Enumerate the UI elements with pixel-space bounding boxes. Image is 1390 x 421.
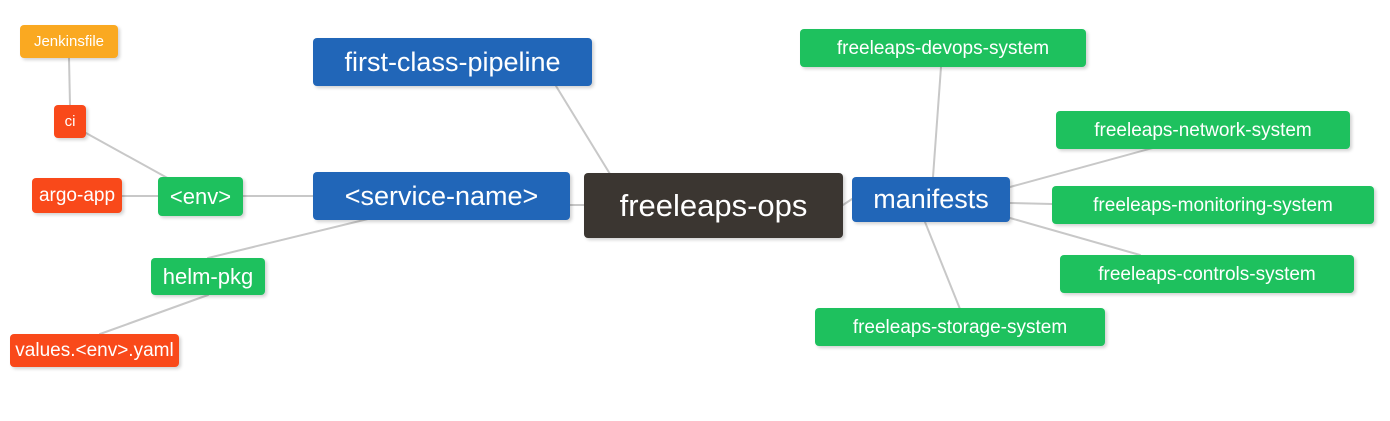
node-manifests-label: manifests xyxy=(873,184,989,214)
node-first-class-pipeline-label: first-class-pipeline xyxy=(344,46,561,77)
node-first-class-pipeline[interactable]: first-class-pipeline xyxy=(313,38,592,86)
node-ci-label: ci xyxy=(64,113,76,130)
node-jenkinsfile[interactable]: Jenkinsfile xyxy=(20,25,118,58)
edge-manifests-monitoring xyxy=(1009,202,1053,205)
node-network-system[interactable]: freeleaps-network-system xyxy=(1056,111,1350,149)
node-values-yaml-label: values.<env>.yaml xyxy=(15,340,174,361)
node-root-freeleaps-ops[interactable]: freeleaps-ops xyxy=(584,173,843,238)
node-root-label: freeleaps-ops xyxy=(619,188,808,223)
node-devops-system-label: freeleaps-devops-system xyxy=(836,37,1050,59)
node-manifests[interactable]: manifests xyxy=(852,177,1010,222)
node-argo-app[interactable]: argo-app xyxy=(32,178,122,213)
node-ci[interactable]: ci xyxy=(54,105,86,138)
node-jenkinsfile-label: Jenkinsfile xyxy=(33,33,105,50)
node-env[interactable]: <env> xyxy=(158,177,243,216)
edge-helmpkg-servicename xyxy=(207,217,373,259)
node-helm-pkg-label: helm-pkg xyxy=(162,263,254,289)
node-devops-system[interactable]: freeleaps-devops-system xyxy=(800,29,1086,67)
node-storage-system[interactable]: freeleaps-storage-system xyxy=(815,308,1105,346)
node-controls-system-label: freeleaps-controls-system xyxy=(1098,263,1316,285)
node-env-label: <env> xyxy=(169,183,232,209)
node-network-system-label: freeleaps-network-system xyxy=(1094,119,1312,141)
edge-jenkinsfile-ci xyxy=(68,57,71,106)
node-argo-app-label: argo-app xyxy=(38,185,116,206)
node-helm-pkg[interactable]: helm-pkg xyxy=(151,258,265,295)
node-values-yaml[interactable]: values.<env>.yaml xyxy=(10,334,179,367)
node-storage-system-label: freeleaps-storage-system xyxy=(852,316,1068,338)
node-monitoring-system[interactable]: freeleaps-monitoring-system xyxy=(1052,186,1374,224)
node-monitoring-system-label: freeleaps-monitoring-system xyxy=(1093,194,1333,216)
edge-pipeline-root xyxy=(555,85,611,175)
node-controls-system[interactable]: freeleaps-controls-system xyxy=(1060,255,1354,293)
node-service-name[interactable]: <service-name> xyxy=(313,172,570,220)
edge-values-helmpkg xyxy=(99,294,209,335)
edge-root-manifests xyxy=(842,198,853,206)
edge-manifests-storage xyxy=(924,221,961,310)
edge-manifests-network xyxy=(1009,145,1161,188)
edge-manifests-devops xyxy=(932,66,942,178)
node-service-name-label: <service-name> xyxy=(344,180,539,211)
